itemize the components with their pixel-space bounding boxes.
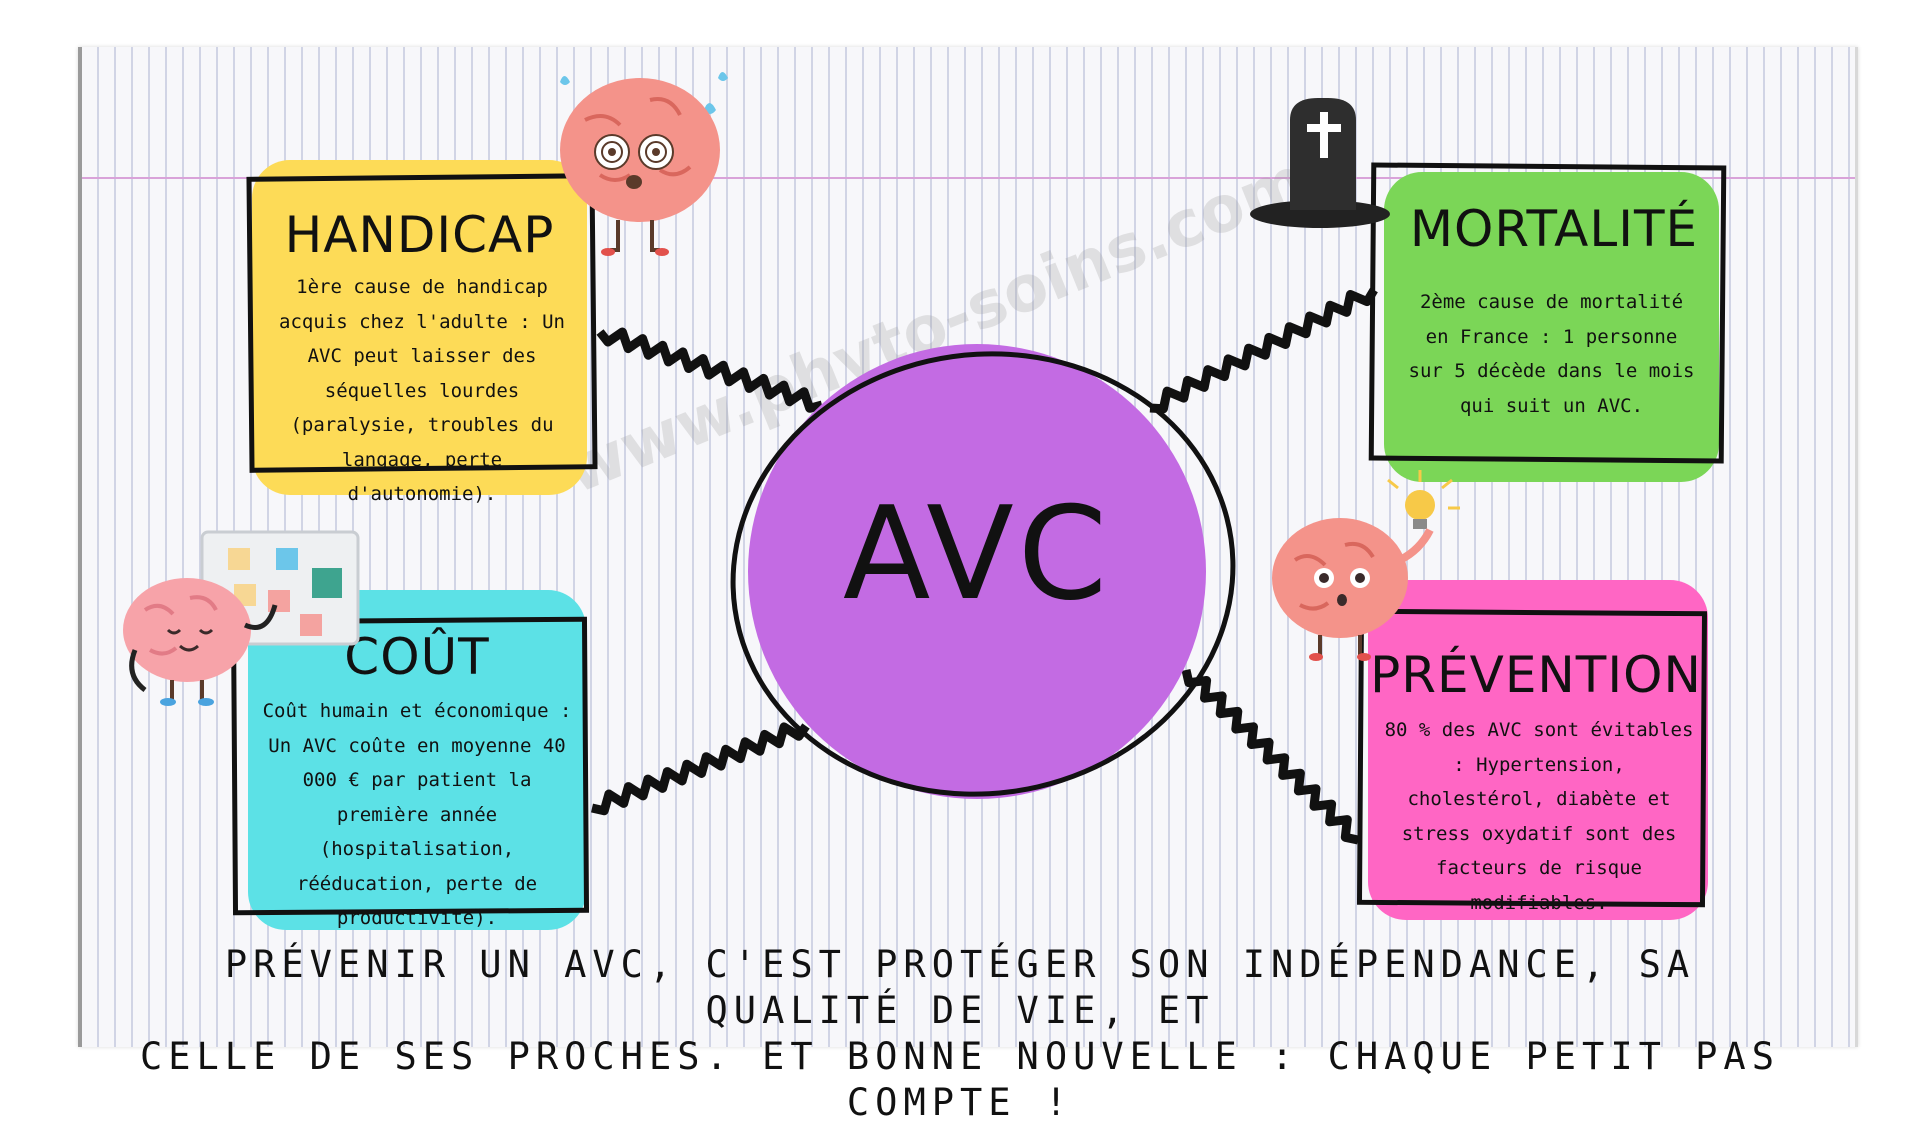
margin-line — [82, 177, 1855, 179]
center-circle — [748, 344, 1206, 799]
card-mortalite-body: 2ème cause de mortalité en France : 1 pe… — [1408, 291, 1695, 417]
connector-cout — [590, 722, 810, 816]
presenting-brain-icon — [123, 578, 278, 706]
card-cout-title: COÛT — [344, 628, 490, 686]
connector-prevention — [1181, 668, 1359, 845]
card-prevention-body: 80 % des AVC sont évitables : Hypertensi… — [1384, 719, 1694, 914]
card-mortalite — [1384, 172, 1719, 482]
connector-handicap — [596, 327, 824, 413]
card-cout — [248, 590, 586, 930]
footer-line-1: PRÉVENIR UN AVC, C'EST PROTÉGER SON INDÉ… — [224, 943, 1696, 1032]
footer-line-2: CELLE DE SES PROCHES. ET BONNE NOUVELLE … — [139, 1035, 1780, 1124]
illustrations — [123, 72, 1460, 706]
card-cout-body: Coût humain et économique : Un AVC coûte… — [262, 700, 572, 929]
connector-mortalite — [1149, 287, 1378, 414]
thinking-brain-icon — [1272, 518, 1434, 661]
lightbulb-icon — [1387, 470, 1460, 529]
card-handicap — [252, 160, 587, 495]
dizzy-brain-icon — [560, 72, 728, 256]
card-prevention-title: PRÉVENTION — [1370, 646, 1702, 704]
card-mortalite-title: MORTALITÉ — [1409, 200, 1699, 258]
connectors — [590, 287, 1378, 845]
card-handicap-title: HANDICAP — [284, 206, 555, 264]
card-prevention — [1368, 580, 1708, 920]
tombstone-icon — [1250, 98, 1390, 228]
card-handicap-body: 1ère cause de handicap acquis chez l'adu… — [279, 276, 565, 505]
center-title: AVC — [842, 480, 1112, 629]
footer-message: PRÉVENIR UN AVC, C'EST PROTÉGER SON INDÉ… — [120, 942, 1800, 1126]
